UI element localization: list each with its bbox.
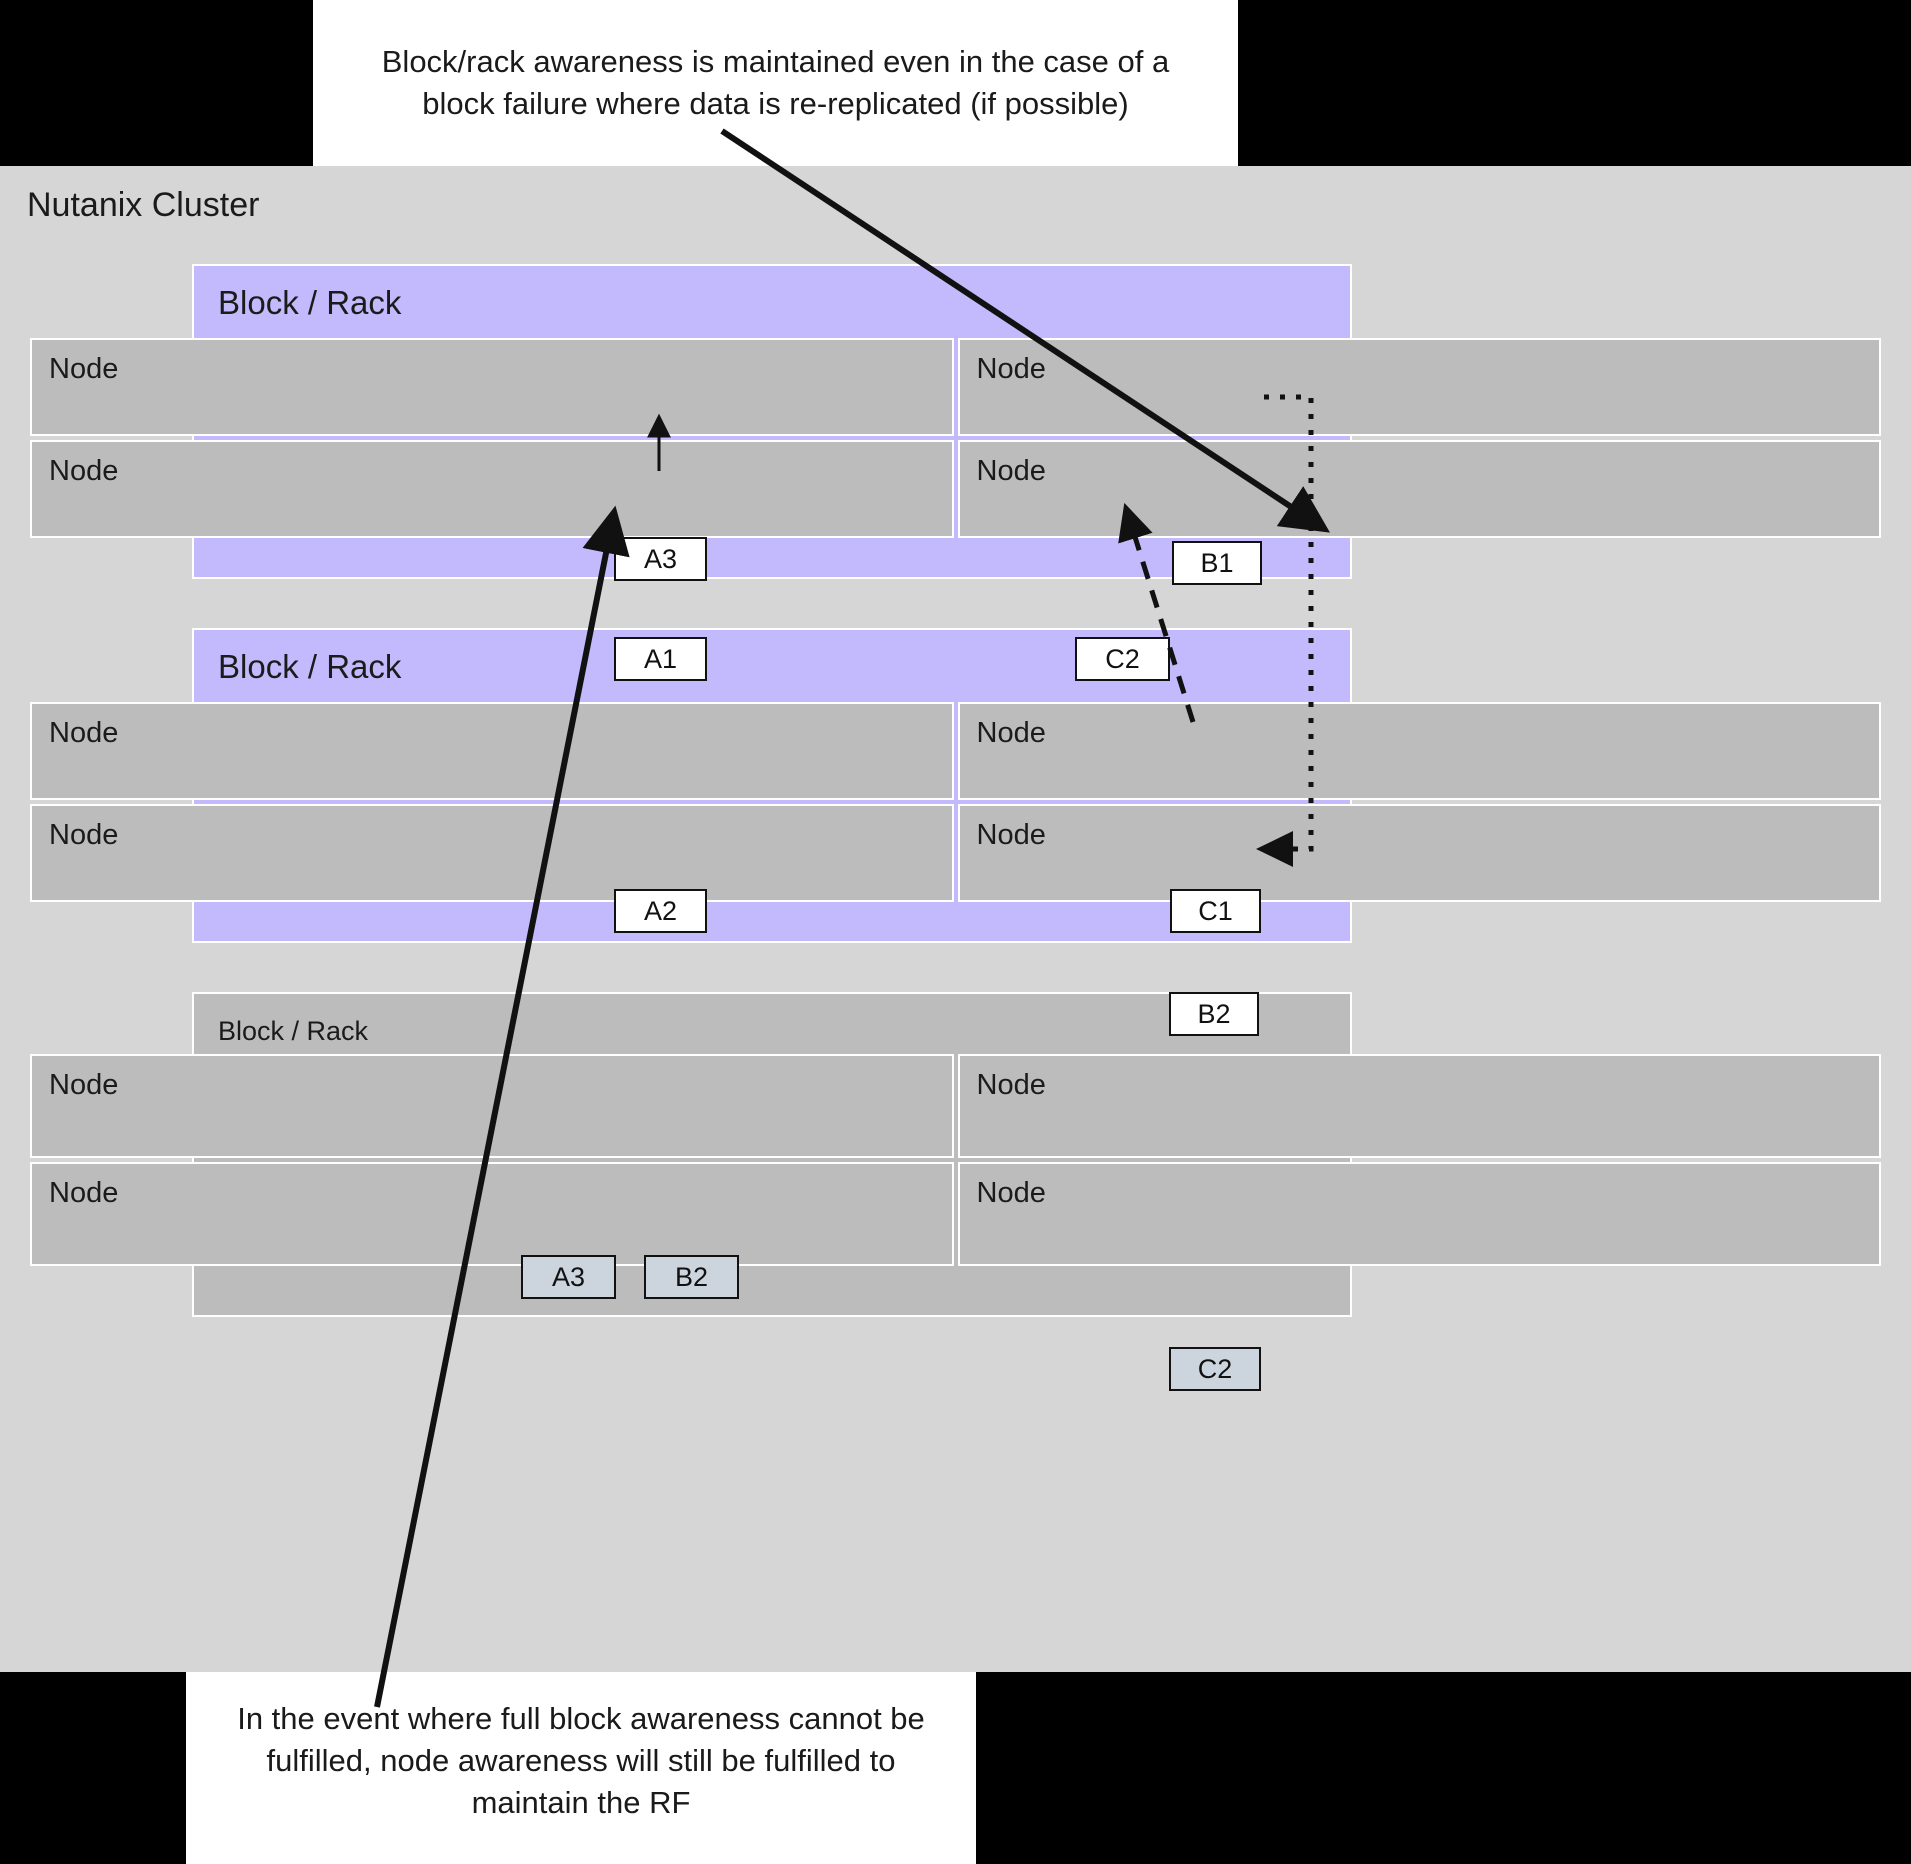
node-b2-n1: Node <box>30 702 954 800</box>
block-rack-2-title: Block / Rack <box>218 648 402 685</box>
node-b1-n2: Node <box>957 338 1881 436</box>
node-b1-n4: Node <box>957 440 1881 538</box>
node-label: Node <box>976 1177 1046 1209</box>
node-b2-n2: Node <box>957 702 1881 800</box>
callout-top-note: Block/rack awareness is maintained even … <box>313 0 1238 166</box>
block-rack-2-node-grid: Node Node Node Node <box>30 702 1881 902</box>
node-b1-n1: Node <box>30 338 954 436</box>
node-label: Node <box>49 717 119 749</box>
data-chip-b1-block1[interactable]: B1 <box>1172 541 1262 585</box>
data-chip-a1-block1[interactable]: A1 <box>614 637 707 681</box>
node-b3-n4: Node <box>957 1162 1881 1266</box>
data-chip-c2-block1[interactable]: C2 <box>1075 637 1170 681</box>
node-b3-n1: Node <box>30 1054 954 1158</box>
node-label: Node <box>49 1069 119 1101</box>
data-chip-c2-block3[interactable]: C2 <box>1169 1347 1261 1391</box>
callout-bottom-text: In the event where full block awareness … <box>237 1701 925 1820</box>
callout-top-text: Block/rack awareness is maintained even … <box>381 44 1170 121</box>
node-label: Node <box>976 819 1046 851</box>
data-chip-a3-block1[interactable]: A3 <box>614 537 707 581</box>
node-label: Node <box>49 1177 119 1209</box>
node-b2-n4: Node <box>957 804 1881 902</box>
node-label: Node <box>976 1069 1046 1101</box>
data-chip-b2-block3[interactable]: B2 <box>644 1255 739 1299</box>
data-chip-b2-block2[interactable]: B2 <box>1169 992 1259 1036</box>
node-b1-n3: Node <box>30 440 954 538</box>
cluster-title: Nutanix Cluster <box>27 186 260 224</box>
data-chip-a2-block2[interactable]: A2 <box>614 889 707 933</box>
block-rack-1-node-grid: Node Node Node Node <box>30 338 1881 538</box>
node-label: Node <box>49 819 119 851</box>
block-rack-3-node-grid: Node Node Node Node <box>30 1054 1881 1266</box>
callout-bottom-note: In the event where full block awareness … <box>186 1672 976 1864</box>
node-b3-n2: Node <box>957 1054 1881 1158</box>
node-b2-n3: Node <box>30 804 954 902</box>
node-label: Node <box>976 455 1046 487</box>
data-chip-c1-block2[interactable]: C1 <box>1170 889 1261 933</box>
node-label: Node <box>976 717 1046 749</box>
node-b3-n3: Node <box>30 1162 954 1266</box>
node-label: Node <box>49 455 119 487</box>
block-rack-1-title: Block / Rack <box>218 284 402 321</box>
nutanix-cluster-panel: Nutanix Cluster Block / Rack Node Node N… <box>0 166 1911 1672</box>
node-label: Node <box>976 353 1046 385</box>
data-chip-a3-block3[interactable]: A3 <box>521 1255 616 1299</box>
block-rack-3-title: Block / Rack <box>218 1016 369 1046</box>
node-label: Node <box>49 353 119 385</box>
